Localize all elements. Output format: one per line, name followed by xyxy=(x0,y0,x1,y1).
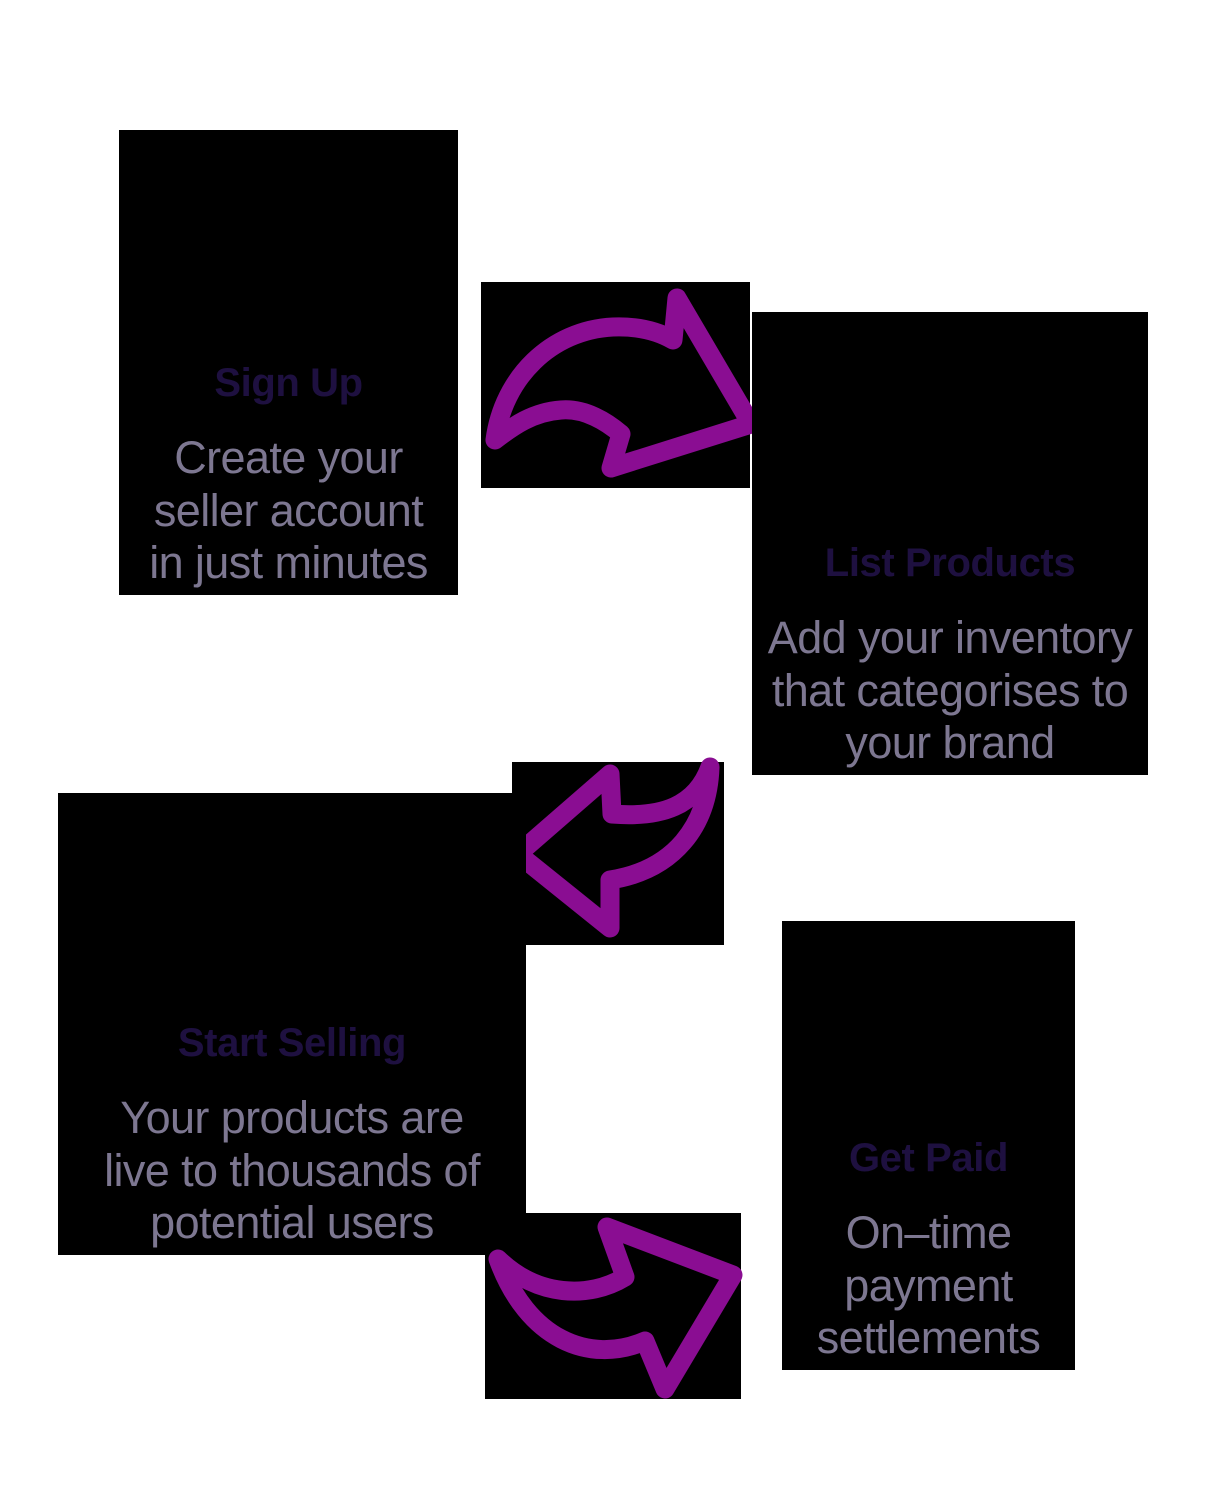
curved-arrow-right-icon xyxy=(485,288,761,478)
step-description-line: potential users xyxy=(150,1196,434,1248)
connector-arrow-start-selling-to-get-paid xyxy=(485,1213,743,1399)
step-title-get-paid: Get Paid xyxy=(848,1136,1009,1181)
step-description-line: Your products are xyxy=(120,1092,464,1144)
step-description-line: your brand xyxy=(845,716,1055,768)
step-title-sign-up: Sign Up xyxy=(214,361,363,406)
step-description-line: that categorises to xyxy=(771,664,1129,716)
step-title-list-products: List Products xyxy=(824,541,1076,586)
step-description-line: in just minutes xyxy=(149,536,428,588)
step-description-line: live to thousands of xyxy=(104,1144,480,1196)
connector-arrow-sign-up-to-list-products xyxy=(481,282,761,488)
step-description-line: settlements xyxy=(816,1311,1041,1363)
step-description-line: seller account xyxy=(153,484,424,536)
curved-arrow-right-down-icon xyxy=(488,1217,743,1399)
step-description-sign-up: Create your seller account in just minut… xyxy=(149,432,428,589)
step-description-start-selling: Your products are live to thousands of p… xyxy=(104,1092,480,1249)
connector-arrow-list-products-to-start-selling xyxy=(508,757,724,945)
step-card-start-selling[interactable]: Start Selling Your products are live to … xyxy=(58,793,526,1255)
step-description-line: payment xyxy=(844,1259,1013,1311)
step-description-get-paid: On–time payment settlements xyxy=(817,1207,1041,1364)
step-card-get-paid[interactable]: Get Paid On–time payment settlements xyxy=(782,921,1075,1370)
step-description-line: Create your xyxy=(174,432,403,484)
step-card-sign-up[interactable]: Sign Up Create your seller account in ju… xyxy=(119,130,458,595)
step-title-start-selling: Start Selling xyxy=(177,1021,407,1066)
step-description-line: Add your inventory xyxy=(767,612,1133,664)
curved-arrow-left-icon xyxy=(508,757,720,938)
step-description-list-products: Add your inventory that categorises to y… xyxy=(767,612,1133,769)
step-description-line: On–time xyxy=(845,1207,1012,1259)
step-card-list-products[interactable]: List Products Add your inventory that ca… xyxy=(752,312,1148,775)
